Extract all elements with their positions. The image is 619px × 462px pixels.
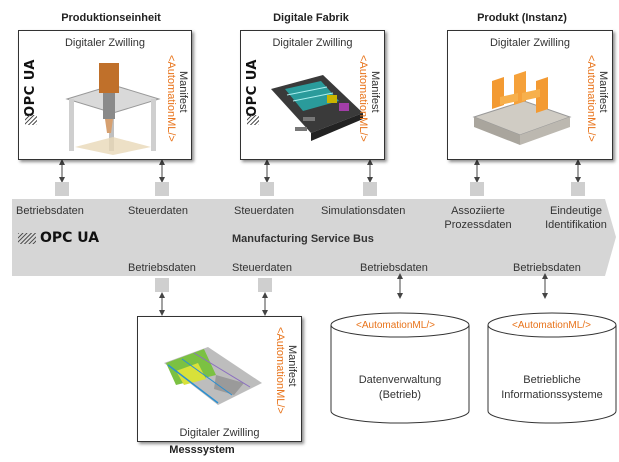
- bus-label-steuerdaten: Steuerdaten: [232, 262, 292, 274]
- bus-connector: [470, 182, 484, 196]
- bus-label-identifikation: Identifikation: [545, 219, 607, 231]
- bus-label-steuerdaten: Steuerdaten: [128, 205, 188, 217]
- title-produkt-instanz: Produkt (Instanz): [477, 12, 567, 24]
- opc-ua-logo: OPC UA: [245, 59, 260, 117]
- twin-box-fabrik: Digitaler Zwilling OPC UA Manifest <Auto…: [240, 30, 385, 160]
- db-informationssysteme-line1: Betriebliche: [523, 374, 581, 386]
- bus-connector: [571, 182, 585, 196]
- bus-label-simulationsdaten: Simulationsdaten: [321, 205, 406, 217]
- factory-illustration: [271, 75, 363, 141]
- automationml-label: <AutomationML/>: [357, 55, 369, 142]
- twin-box-produktion: Digitaler Zwilling OPC UA Manifest <Auto…: [18, 30, 192, 160]
- manifest-label: Manifest: [369, 71, 381, 113]
- product-illustration: [472, 71, 572, 145]
- bus-label-prozessdaten: Prozessdaten: [444, 219, 512, 231]
- db-datenverwaltung-line2: (Betrieb): [378, 389, 422, 401]
- bus-connector: [363, 182, 377, 196]
- twin-box-messsystem: Manifest <AutomationML/> Digitaler Zwill…: [137, 316, 302, 442]
- measurement-illustration: [164, 347, 262, 405]
- twin-label: Digitaler Zwilling: [64, 37, 146, 49]
- twin-label: Digitaler Zwilling: [179, 427, 260, 439]
- bus-label-steuerdaten: Steuerdaten: [234, 205, 294, 217]
- manifest-label: Manifest: [597, 71, 609, 113]
- manifest-label: Manifest: [177, 71, 189, 113]
- opc-ua-stripes-icon: [18, 233, 36, 244]
- twin-label: Digitaler Zwilling: [272, 37, 353, 49]
- opc-ua-logo: OPC UA: [40, 230, 100, 246]
- bus-label-betriebsdaten: Betriebsdaten: [16, 205, 84, 217]
- opc-ua-stripes-icon: [247, 115, 259, 125]
- bus-label-assoziierte: Assoziierte: [451, 205, 505, 217]
- production-unit-illustration: [65, 63, 161, 155]
- automationml-label: <AutomationML/>: [165, 55, 177, 142]
- db-informationssysteme-line2: Informationssysteme: [501, 389, 603, 401]
- bus-connector: [155, 278, 169, 292]
- service-bus-arrow: [12, 199, 616, 276]
- opc-ua-stripes-icon: [25, 115, 37, 125]
- title-messsystem: Messsystem: [169, 444, 235, 456]
- db-automationml-label: <AutomationML/>: [512, 320, 591, 331]
- bus-label-betriebsdaten: Betriebsdaten: [128, 262, 196, 274]
- opc-ua-logo: OPC UA: [23, 59, 38, 117]
- twin-box-produkt: Digitaler Zwilling Manifest <AutomationM…: [447, 30, 613, 160]
- bus-connector: [155, 182, 169, 196]
- automationml-label: <AutomationML/>: [585, 55, 597, 142]
- bus-label-eindeutige: Eindeutige: [550, 205, 602, 217]
- title-produktionseinheit: Produktionseinheit: [61, 12, 161, 24]
- service-bus-title: Manufacturing Service Bus: [232, 233, 374, 245]
- bus-label-betriebsdaten: Betriebsdaten: [513, 262, 581, 274]
- manifest-label: Manifest: [286, 345, 298, 387]
- bus-connector: [258, 278, 272, 292]
- bus-label-betriebsdaten: Betriebsdaten: [360, 262, 428, 274]
- twin-label: Digitaler Zwilling: [489, 37, 571, 49]
- db-datenverwaltung-line1: Datenverwaltung: [358, 374, 442, 386]
- database-informationssysteme: [487, 312, 617, 424]
- bus-connector: [260, 182, 274, 196]
- automationml-label: <AutomationML/>: [274, 327, 286, 414]
- database-datenverwaltung: [330, 312, 470, 424]
- db-automationml-label: <AutomationML/>: [356, 320, 435, 331]
- bus-connector: [55, 182, 69, 196]
- title-digitale-fabrik: Digitale Fabrik: [273, 12, 349, 24]
